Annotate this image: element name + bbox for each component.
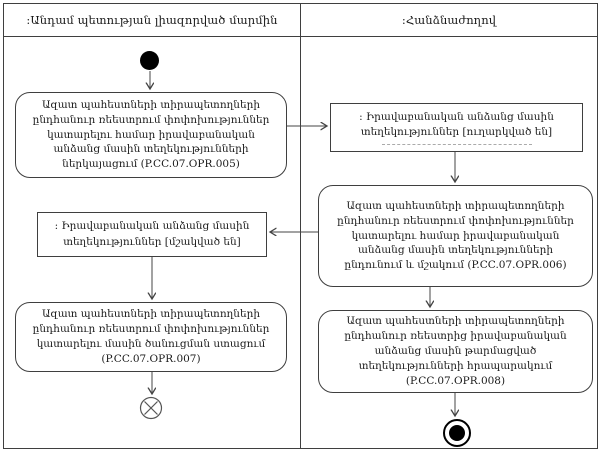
object-info-sent-label: : Իրավաբանական անձանց մասին տեղեկություն… [359,110,554,138]
activity-opr007: Ազատ պահեստների տիրապետողների ընդհանուր … [15,302,287,372]
flow-final-node [139,396,163,420]
flow-final-icon [139,396,163,420]
object-info-processed: : Իրավաբանական անձանց մասին տեղեկություն… [37,212,267,257]
initial-node [140,51,159,70]
swimlane-divider [300,3,301,448]
activity-opr006: Ազատ պահեստների տիրապետողների ընդհանուր … [318,185,593,287]
activity-final-core [449,425,465,441]
object-info-processed-label: : Իրավաբանական անձանց մասին տեղեկություն… [54,220,250,248]
object-info-sent: : Իրավաբանական անձանց մասին տեղեկություն… [330,103,583,152]
object-underline-decoration [381,144,532,146]
lane-title-member-state: :Անդամ պետության լիազորված մարմին [26,13,278,27]
activity-opr008: Ազատ պահեստների տիրապետողների ընդհանուր … [318,310,593,393]
lane-title-commission: :Հանձնաժողով [401,13,497,27]
lane-header-separator [3,36,597,37]
activity-final-node [443,419,471,447]
activity-opr005: Ազատ պահեստների տիրապետողների ընդհանուր … [15,92,287,178]
